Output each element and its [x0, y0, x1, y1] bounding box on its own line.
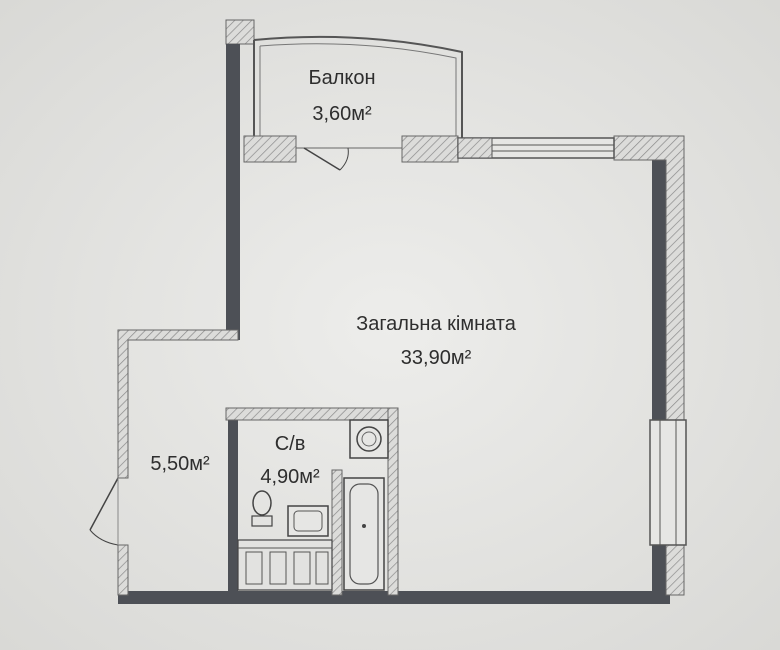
cabinets [237, 539, 333, 591]
bathroom-area: 4,90м² [260, 466, 320, 488]
living-room-name: Загальна кімната [356, 313, 517, 335]
living-room-label-group: Загальна кімната 33,90м² [356, 313, 517, 369]
living-room-area: 33,90м² [401, 347, 472, 369]
hall-label-group: 5,50м² [150, 453, 210, 475]
hatched-walls [117, 135, 685, 596]
balcony-label-group: Балкон 3,60м² [308, 67, 375, 125]
toilet [251, 490, 273, 527]
balcony-area: 3,60м² [312, 103, 372, 125]
bathroom-name: С/в [275, 433, 306, 455]
balcony-door [296, 147, 402, 171]
window-right [649, 419, 687, 546]
hall-area: 5,50м² [150, 453, 210, 475]
balcony-name: Балкон [308, 67, 375, 89]
balcony-walls [225, 19, 463, 140]
sink [287, 505, 329, 537]
main-walls [118, 44, 670, 604]
window-top [457, 137, 615, 159]
washing-machine [349, 419, 389, 459]
bathtub [343, 477, 385, 591]
bathroom-label-group: С/в 4,90м² [260, 433, 320, 488]
entrance-door [89, 477, 119, 546]
